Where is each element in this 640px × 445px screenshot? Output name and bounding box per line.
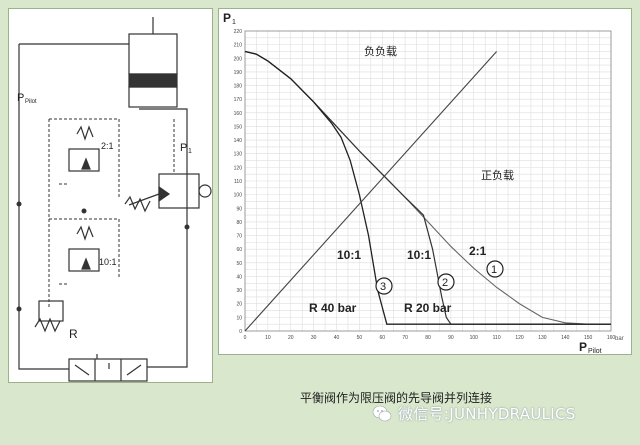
x-tick-label: 120: [515, 335, 524, 341]
pilot-valve-10to1: [68, 248, 100, 272]
y-tick-label: 30: [236, 288, 242, 294]
y-tick-label: 100: [234, 193, 243, 199]
series-line: [244, 50, 611, 325]
x-tick-label: 40: [334, 335, 340, 341]
curve3-marker: [375, 277, 393, 295]
x-tick-label: 50: [357, 335, 363, 341]
y-tick-label: 160: [234, 111, 243, 117]
x-axis-sub: Pilot: [588, 348, 602, 355]
y-tick-label: 220: [234, 29, 243, 35]
x-tick-label: 0: [244, 335, 247, 341]
x-tick-label: 80: [425, 335, 431, 341]
relief-label: R: [69, 327, 78, 341]
y-tick-label: 110: [234, 179, 242, 185]
y-tick-label: 0: [239, 329, 242, 335]
cylinder-body: [128, 33, 178, 75]
y-tick-label: 200: [234, 56, 243, 62]
curve2-relief-label: R 20 bar: [404, 301, 452, 315]
y-axis-sub: 1: [232, 19, 236, 26]
curve2-number: 2: [442, 277, 448, 289]
y-tick-label: 130: [234, 152, 243, 158]
x-tick-label: 60: [379, 335, 385, 341]
x-tick-label: 30: [311, 335, 317, 341]
y-tick-label: 70: [236, 234, 242, 240]
y-tick-label: 20: [236, 302, 242, 308]
main-line-right: [129, 108, 188, 368]
valve-spring-line: [128, 193, 160, 206]
directional-valve: [68, 358, 148, 382]
valve-arrow-icon: [158, 185, 171, 203]
curve1-number: 1: [491, 264, 497, 276]
y-tick-label: 120: [234, 165, 243, 171]
pilot-spring-bottom-icon: [76, 225, 94, 241]
ratio-top-label: 2:1: [101, 141, 114, 151]
positive-load-label: 正负载: [481, 168, 514, 182]
curve2-ratio-label: 10:1: [407, 248, 431, 262]
curve3-ratio-label: 10:1: [337, 248, 361, 262]
pilot-valve-2to1: [68, 148, 100, 172]
y-tick-label: 50: [236, 261, 242, 267]
x-tick-label: 140: [561, 335, 570, 341]
x-tick-label: 130: [538, 335, 547, 341]
y-tick-label: 90: [236, 206, 242, 212]
ratio-bottom-label: 10:1: [99, 257, 117, 267]
curve3-number: 3: [380, 281, 386, 293]
hydraulic-schematic-panel: P Pilot P 1 2:1 10:1 R: [8, 8, 213, 402]
x-tick-label: 100: [470, 335, 479, 341]
p-pilot-label: P: [17, 92, 24, 104]
pilot-arrow-bottom-icon: [81, 257, 91, 270]
y-tick-label: 150: [234, 124, 243, 130]
y-tick-label: 40: [236, 274, 242, 280]
chart-series: [244, 50, 611, 332]
x-tick-label: 10: [265, 335, 271, 341]
pilot-line-mid: [49, 218, 120, 279]
y-tick-label: 80: [236, 220, 242, 226]
relief-valve: [38, 300, 64, 322]
chart-grid: [244, 30, 612, 332]
curve3-relief-label: R 40 bar: [309, 301, 357, 315]
x-tick-label: 90: [448, 335, 454, 341]
relief-spring-icon: [34, 317, 61, 333]
p1-sub: 1: [188, 148, 192, 155]
wechat-watermark: 微信号:JUNHYDRAULICS: [372, 402, 576, 424]
pilot-arrow-top-icon: [81, 157, 91, 170]
y-tick-label: 140: [234, 138, 243, 144]
figure-caption: 平衡阀作为限压阀的先导阀并列连接: [300, 391, 493, 405]
y-tick-label: 170: [234, 97, 243, 103]
y-tick-label: 190: [234, 70, 243, 76]
cylinder-lower: [128, 86, 178, 108]
negative-load-label: 负负载: [364, 44, 397, 58]
spring-icon: [124, 195, 151, 213]
watermark-text: 微信号:JUNHYDRAULICS: [398, 404, 576, 423]
curve1-marker: [486, 260, 504, 278]
curve2-marker: [437, 273, 455, 291]
series-line: [244, 51, 498, 332]
y-tick-label: 210: [234, 43, 243, 49]
hydraulic-schematic: P Pilot P 1 2:1 10:1 R: [16, 17, 212, 402]
wechat-icon: [372, 405, 392, 422]
p-pilot-sub: Pilot: [25, 99, 37, 105]
p1-label: P: [180, 142, 187, 154]
pilot-line-top: [49, 118, 120, 199]
x-unit: bar: [615, 336, 624, 342]
x-tick-label: 160: [607, 335, 616, 341]
main-line-left: [18, 44, 98, 370]
y-tick-label: 180: [234, 84, 243, 90]
x-tick-label: 110: [493, 335, 501, 341]
x-tick-label: 70: [402, 335, 408, 341]
x-tick-label: 150: [584, 335, 593, 341]
cylinder-piston: [128, 73, 178, 88]
plot-frame: [244, 30, 612, 332]
x-axis-symbol: P: [579, 340, 587, 354]
x-tick-label: 20: [288, 335, 294, 341]
pilot-spring-top-icon: [76, 125, 94, 141]
y-tick-label: 10: [236, 315, 242, 321]
y-tick-label: 60: [236, 247, 242, 253]
check-valve-icon: [198, 184, 212, 198]
curve1-ratio-label: 2:1: [469, 244, 487, 258]
y-axis-symbol: P: [223, 11, 231, 25]
